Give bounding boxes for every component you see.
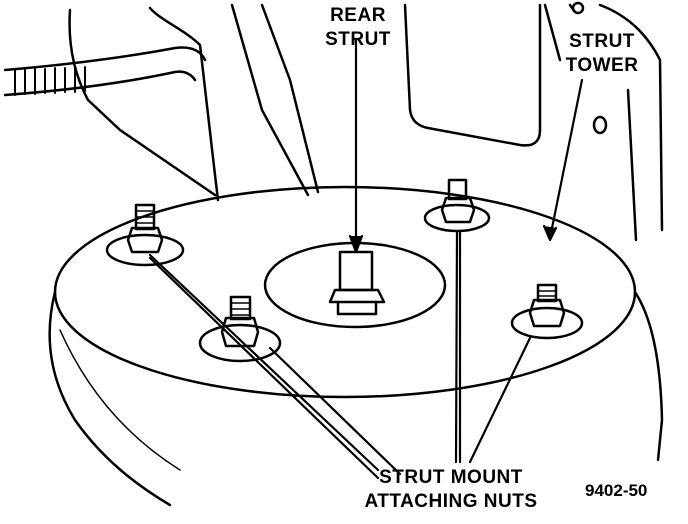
figure-number: 9402-50 [585, 481, 648, 500]
body-panels [68, 1, 664, 242]
wiring-harness [3, 46, 207, 97]
rear-strut-label-line2: STRUT [325, 29, 391, 50]
strut-tower-label: STRUT TOWER [552, 30, 652, 78]
rear-strut-label: REAR STRUT [318, 4, 398, 52]
nut-right [510, 283, 584, 340]
strut-tower-label-line2: TOWER [565, 55, 639, 76]
attaching-nuts-label-line1: STRUT MOUNT [379, 467, 523, 488]
strut-tower-dome [48, 185, 664, 507]
rear-strut-label-line1: REAR [330, 5, 386, 26]
attaching-nuts-label-line2: ATTACHING NUTS [364, 491, 538, 512]
center-opening [263, 241, 447, 329]
leader-lines [148, 38, 584, 480]
nut-rear [423, 178, 491, 233]
strut-tower-label-line1: STRUT [569, 31, 635, 52]
attaching-nuts-label: STRUT MOUNT ATTACHING NUTS [346, 466, 556, 514]
nut-front [198, 295, 282, 363]
nut-left [105, 203, 185, 267]
